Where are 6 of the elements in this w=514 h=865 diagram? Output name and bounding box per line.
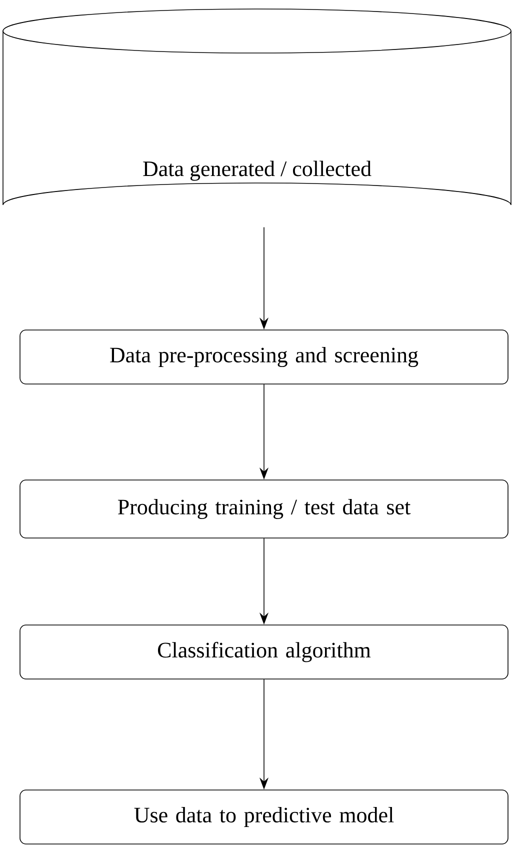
process-box: Classification algorithm [20, 624, 508, 680]
process-box: Producing training / test data set [20, 480, 508, 538]
database-cylinder: Data generated / collected [2, 8, 512, 206]
node-label: Data generated / collected [143, 160, 372, 181]
process-box: Data pre-processing and screening [20, 330, 508, 384]
process-box: Use data to predictive model [20, 790, 508, 844]
